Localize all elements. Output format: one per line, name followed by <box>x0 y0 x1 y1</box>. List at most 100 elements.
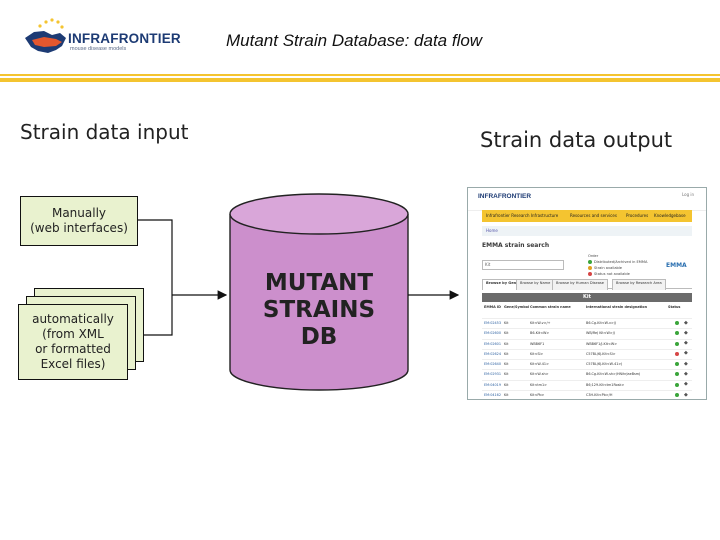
table-cell-id[interactable]: EM:04019 <box>484 382 501 387</box>
automatic-input-note: automatically (from XML or formatted Exc… <box>18 304 128 380</box>
screenshot-nav-bar: Infrafrontier Research Infrastructure Re… <box>482 210 692 222</box>
status-dot-icon <box>675 362 679 367</box>
table-cell-gene: Kit <box>504 362 509 367</box>
slide-title: Mutant Strain Database: data flow <box>226 31 483 50</box>
table-cell-gene: Kit <box>504 331 509 336</box>
table-cell-id[interactable]: EM:02453 <box>484 321 501 325</box>
table-cell-name: Kit<tm1> <box>530 382 547 387</box>
column-header: Gene/Symbol <box>504 305 530 309</box>
screenshot-nav-item: Resources and services <box>570 213 617 218</box>
table-cell-designation: B6.Cg-Kit<W-v>/J <box>586 321 616 325</box>
order-icon[interactable]: ◆ <box>684 381 688 388</box>
legend-row: Distributed/Archived in EMMA <box>588 260 658 266</box>
legend-row: Status not available <box>588 272 658 278</box>
manual-connector <box>137 219 173 295</box>
table-cell-id[interactable]: EM:02601 <box>484 341 501 346</box>
screenshot-login-link: Log in <box>682 192 695 197</box>
screenshot-breadcrumb-text: Home <box>486 228 498 233</box>
status-dot-icon <box>675 341 679 346</box>
table-cell-gene: Kit <box>504 393 509 398</box>
table-cell-id[interactable]: EM:04162 <box>484 393 501 398</box>
table-cell-name: Kit<Sl> <box>530 351 544 356</box>
order-icon[interactable]: ◆ <box>684 340 688 347</box>
screenshot-nav-item: Infrafrontier Research Infrastructure <box>486 213 559 218</box>
database-label: MUTANT STRAINS DB <box>230 270 408 351</box>
table-cell-name: Kit<Pb> <box>530 393 545 398</box>
logo-wordmark: INFRAFRONTIER <box>68 31 181 46</box>
screenshot-page-title: EMMA strain search <box>482 242 550 249</box>
column-header: International strain designation <box>586 305 648 309</box>
database-cylinder <box>229 193 409 391</box>
logo-stars-icon <box>38 18 64 29</box>
screenshot-logo: INFRAFRONTIER <box>478 193 532 200</box>
table-cell-name: Kit<W-sh> <box>530 372 549 377</box>
table-cell-name: Kit<W-v>/+ <box>530 321 551 325</box>
table-cell-name: B6-Kit<W> <box>530 331 550 336</box>
status-dot-icon <box>675 351 679 356</box>
screenshot-legend: Order Distributed/Archived in EMMA Strai… <box>588 254 658 278</box>
table-cell-id[interactable]: EM:02931 <box>484 372 501 377</box>
table-cell-id[interactable]: EM:02600 <box>484 331 501 336</box>
legend-row: Strain available <box>588 266 658 272</box>
table-cell-gene: Kit <box>504 382 509 387</box>
order-icon[interactable]: ◆ <box>684 329 688 336</box>
screenshot-search-input: Kit <box>482 260 564 270</box>
header-rule <box>0 74 720 76</box>
strain-search-screenshot: INFRAFRONTIER Log in Infrafrontier Resea… <box>467 187 707 400</box>
order-icon[interactable]: ◆ <box>684 350 688 357</box>
order-icon[interactable]: ◆ <box>684 360 688 367</box>
table-cell-designation: C57BL/6J-Kit<Sl> <box>586 351 616 356</box>
order-icon[interactable]: ◆ <box>684 391 688 398</box>
screenshot-nav-item: Procedures <box>626 213 649 218</box>
auto-connector <box>142 295 173 336</box>
header-rule-thick <box>0 78 720 82</box>
table-cell-designation: WBB6F1/J-Kit<W> <box>586 341 618 346</box>
infrafrontier-logo <box>25 18 66 53</box>
database-label-line3: DB <box>300 324 338 350</box>
table-cell-designation: C3H-Kit<Pb>/H <box>586 393 613 398</box>
header-band <box>0 0 720 80</box>
table-cell-name: WBB6F1 <box>530 341 545 346</box>
screenshot-emma-logo: EMMA <box>666 262 687 269</box>
manual-input-note: Manually (web interfaces) <box>20 196 138 246</box>
column-header: Common strain name <box>530 305 571 309</box>
screenshot-tab: Browse by Research Area <box>612 279 666 290</box>
order-icon[interactable]: ◆ <box>684 370 688 377</box>
legend-row: Order <box>588 254 599 258</box>
table-cell-designation: WB/ReJ Kit<W>/J <box>586 331 615 336</box>
order-icon[interactable]: ◆ <box>684 319 688 326</box>
table-cell-designation: B6;129-Kit<tm1Rosk> <box>586 382 625 387</box>
table-cell-name: Kit<W-41> <box>530 362 549 367</box>
screenshot-table-title: Kit <box>583 294 591 300</box>
screenshot-table-header: Kit <box>482 293 692 302</box>
screenshot-breadcrumb: Home <box>482 226 692 236</box>
table-cell-gene: Kit <box>504 321 509 325</box>
screenshot-search-text: Kit <box>485 262 491 267</box>
screenshot-tabs: Browse by Gene Browse by Name Browse by … <box>482 278 692 290</box>
status-dot-icon <box>675 372 679 377</box>
status-dot-icon <box>675 331 679 336</box>
table-cell-designation: B6.Cg-Kit<W-sh>/HNihrJaeBsmJ <box>586 372 641 377</box>
screenshot-tab: Browse by Name <box>516 279 555 290</box>
status-dot-icon <box>675 382 679 387</box>
manual-input-label: Manually (web interfaces) <box>30 206 128 235</box>
table-cell-gene: Kit <box>504 351 509 356</box>
screenshot-tab: Browse by Human Disease <box>552 279 609 290</box>
table-cell-designation: C57BL/6J-Kit<W-41>J <box>586 362 623 367</box>
logo-tagline: mouse disease models <box>70 46 127 52</box>
column-header: Status <box>668 305 681 309</box>
table-cell-id[interactable]: EM:02624 <box>484 351 501 356</box>
automatic-input-label: automatically (from XML or formatted Exc… <box>32 312 114 371</box>
screenshot-nav-item: Knowledgebase <box>654 213 686 218</box>
table-cell-id[interactable]: EM:02640 <box>484 362 501 367</box>
screenshot-column-headers: EMMA ID Gene/Symbol Common strain name I… <box>482 304 692 316</box>
